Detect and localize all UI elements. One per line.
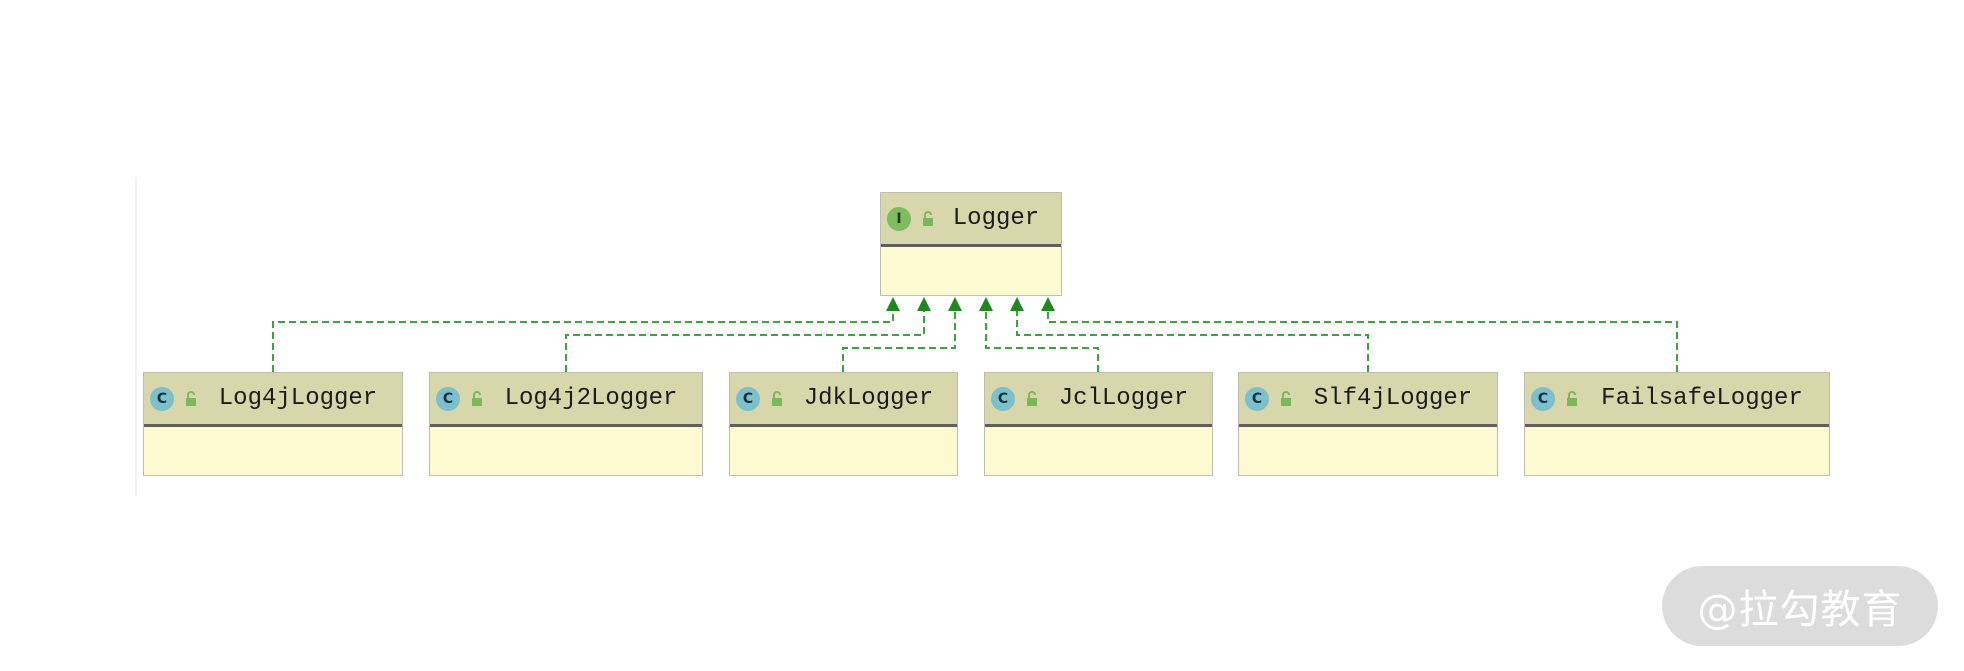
connector-log4j2logger [565,300,925,372]
class-header: C FailsafeLogger [1525,373,1829,427]
class-box-failsafelogger[interactable]: C FailsafeLogger [1524,372,1830,476]
unlocked-padlock-icon [1567,390,1577,406]
class-name: Log4j2Logger [504,385,678,412]
arrowhead-slf4jlogger [1010,297,1024,311]
class-header: C JdkLogger [730,373,957,427]
class-box-jdklogger[interactable]: C JdkLogger [729,372,958,476]
connector-slf4jlogger [1016,300,1369,372]
connector-jdklogger [842,300,956,372]
class-name: Slf4jLogger [1313,385,1473,412]
class-header: C JclLogger [985,373,1212,427]
unlocked-padlock-icon [1281,390,1291,406]
connector-jcllogger [985,300,1099,372]
class-header: C Log4j2Logger [430,373,702,427]
interface-kind-icon: I [887,206,911,231]
class-box-slf4jlogger[interactable]: C Slf4jLogger [1238,372,1498,476]
inheritance-arrowheads [886,297,1055,311]
class-kind-icon: C [736,386,760,411]
unlocked-padlock-icon [186,390,196,406]
class-kind-icon: C [436,386,460,411]
class-kind-icon: C [991,386,1015,411]
class-box-log4jlogger[interactable]: C Log4jLogger [143,372,403,476]
unlocked-padlock-icon [472,390,482,406]
watermark-badge: @拉勾教育 [1662,566,1938,646]
watermark-text: @拉勾教育 [1697,587,1903,633]
class-box-log4j2logger[interactable]: C Log4j2Logger [429,372,703,476]
connector-log4jlogger [272,300,894,372]
class-kind-icon: C [1531,386,1555,411]
arrowhead-log4j2logger [917,297,931,311]
arrowhead-jcllogger [979,297,993,311]
class-name: FailsafeLogger [1601,385,1803,412]
arrowhead-jdklogger [948,297,962,311]
implementation-connectors [272,300,1678,372]
interface-name: Logger [952,205,1040,232]
class-box-jcllogger[interactable]: C JclLogger [984,372,1213,476]
class-header: C Log4jLogger [144,373,402,427]
unlocked-padlock-icon [772,390,782,406]
unlocked-padlock-icon [1027,390,1037,406]
connector-failsafelogger [1047,300,1678,372]
class-header: C Slf4jLogger [1239,373,1497,427]
class-name: JclLogger [1058,385,1189,412]
arrowhead-failsafelogger [1041,297,1055,311]
class-name: Log4jLogger [218,385,378,412]
unlocked-padlock-icon [923,210,933,226]
class-kind-icon: C [1245,386,1269,411]
interface-box-logger[interactable]: I Logger [880,192,1062,296]
interface-header: I Logger [881,193,1061,247]
class-kind-icon: C [150,386,174,411]
arrowhead-log4jlogger [886,297,900,311]
class-name: JdkLogger [803,385,934,412]
